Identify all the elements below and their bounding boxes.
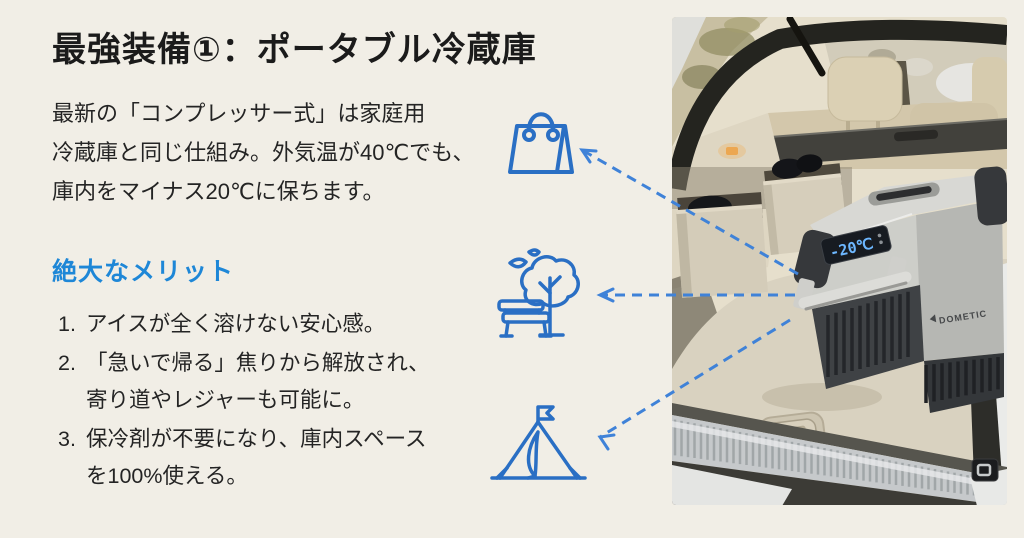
list-item-text: 「急いで帰る」焦りから解放され、: [86, 351, 430, 375]
list-item-number: 3.: [58, 427, 76, 451]
intro-line: 冷蔵庫と同じ仕組み。外気温が40℃でも、: [52, 140, 475, 165]
car-trunk-illustration: -20℃ DOMETIC: [672, 17, 1007, 505]
list-item-text: アイスが全く溶けない安心感。: [86, 312, 386, 336]
list-item-text: 保冷剤が不要になり、庫内スペース: [86, 427, 427, 451]
intro-paragraph: 最新の「コンプレッサー式」は家庭用 冷蔵庫と同じ仕組み。外気温が40℃でも、 庫…: [52, 94, 475, 211]
park-bench-tree-icon: [491, 245, 593, 347]
list-item: 3. 保冷剤が不要になり、庫内スペース を100%使える。: [58, 421, 430, 495]
page-title: 最強装備①：ポータブル冷蔵庫: [52, 31, 537, 69]
portable-fridge: -20℃ DOMETIC: [793, 166, 1007, 413]
car-trunk-photo: -20℃ DOMETIC: [672, 17, 1007, 505]
list-item-number: 2.: [58, 351, 76, 375]
list-item-text: 寄り道やレジャーも可能に。: [86, 388, 365, 412]
list-item: 1. アイスが全く溶けない安心感。: [58, 306, 430, 343]
intro-line: 最新の「コンプレッサー式」は家庭用: [52, 101, 426, 126]
list-item-text: を100%使える。: [86, 464, 248, 488]
merits-list: 1. アイスが全く溶けない安心感。 2. 「急いで帰る」焦りから解放され、 寄り…: [58, 306, 430, 497]
merits-heading: 絶大なメリット: [52, 258, 235, 286]
camping-tent-icon: [488, 402, 590, 493]
intro-line: 庫内をマイナス20℃に保ちます。: [52, 179, 385, 204]
list-item: 2. 「急いで帰る」焦りから解放され、 寄り道やレジャーも可能に。: [58, 345, 430, 419]
trunk-latch: [971, 458, 999, 482]
shopping-bag-icon: [501, 97, 581, 188]
list-item-number: 1.: [58, 312, 76, 336]
